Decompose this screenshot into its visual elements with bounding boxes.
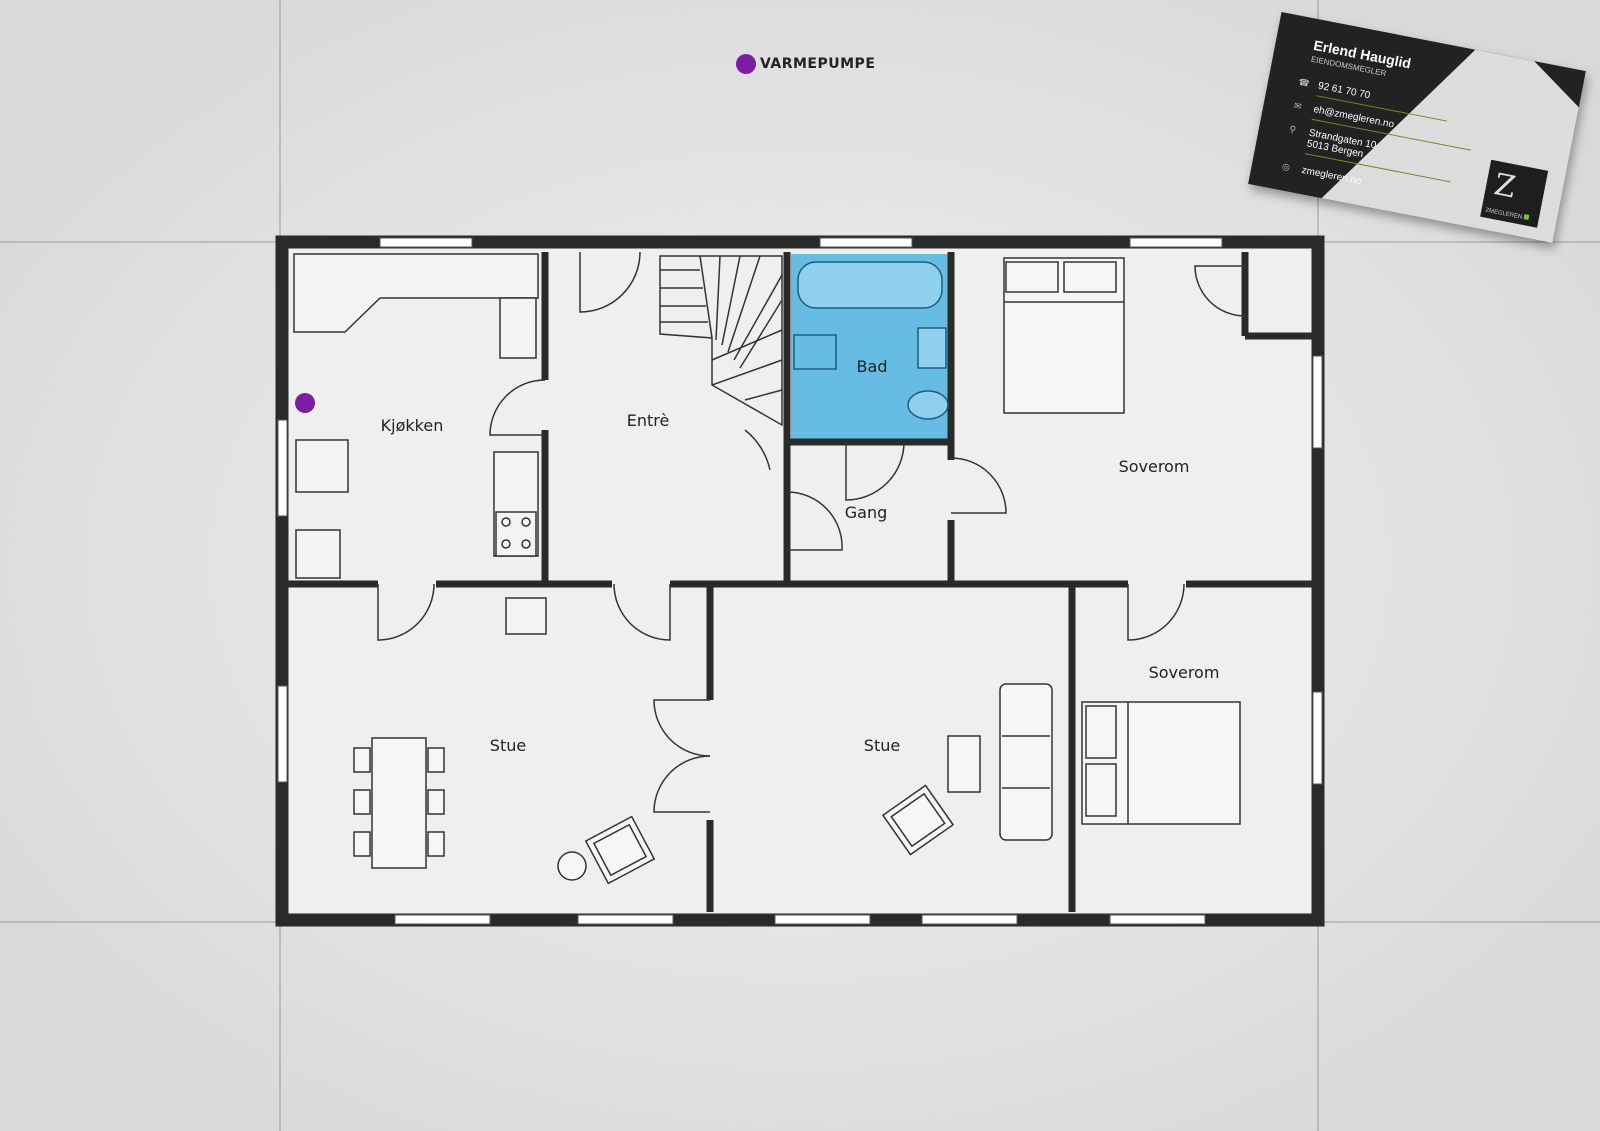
- chimney: [505, 597, 547, 635]
- interior-walls: [288, 252, 1312, 912]
- toilet: [907, 390, 949, 420]
- room-label-bad: Bad: [857, 357, 888, 376]
- location-icon: ⚲: [1288, 123, 1297, 135]
- kitchen-table: [295, 439, 349, 493]
- cabinet: [793, 334, 837, 370]
- side-table: [557, 851, 587, 881]
- room-label-kjokken: Kjøkken: [381, 416, 444, 435]
- stove: [495, 511, 537, 557]
- room-label-soverom-1: Soverom: [1119, 457, 1190, 476]
- room-label-entre: Entrè: [627, 411, 670, 430]
- sofa: [999, 683, 1053, 841]
- brand-mark-icon: Z: [1491, 167, 1519, 206]
- staircase: [659, 255, 783, 427]
- room-label-stue-2: Stue: [864, 736, 900, 755]
- dining-set: [353, 737, 656, 885]
- heat-pump-marker[interactable]: [295, 393, 315, 413]
- bed-2: [1081, 701, 1241, 825]
- card-web-row: ◎ zmegleren.no: [1281, 161, 1362, 187]
- lounge-set: [881, 683, 1053, 856]
- bathroom-fixtures: [793, 261, 949, 420]
- sink: [499, 297, 537, 359]
- card-email-row: ✉ eh@zmegleren.no: [1293, 100, 1471, 151]
- card-address: Strandgaten 10 5013 Bergen: [1306, 128, 1377, 163]
- coffee-table: [947, 735, 981, 793]
- email-icon: ✉: [1293, 100, 1303, 112]
- basin: [917, 327, 947, 369]
- bathtub: [797, 261, 943, 309]
- kitchen-fixtures: [293, 253, 547, 635]
- room-label-gang: Gang: [845, 503, 888, 522]
- windows: [277, 237, 1323, 925]
- room-label-stue-1: Stue: [490, 736, 526, 755]
- fridge: [295, 529, 341, 579]
- doors: [377, 251, 1246, 813]
- legend-label: VARMEPUMPE: [760, 56, 876, 72]
- web-icon: ◎: [1281, 161, 1291, 173]
- heat-pump-legend: VARMEPUMPE: [736, 54, 875, 74]
- card-phone[interactable]: 92 61 70 70: [1317, 80, 1372, 102]
- dining-table: [371, 737, 427, 869]
- room-label-soverom-2: Soverom: [1149, 663, 1220, 682]
- brand-logo: Z ZMEGLEREN: [1480, 159, 1549, 228]
- phone-icon: ☎: [1297, 76, 1311, 89]
- bed-1: [1003, 257, 1125, 414]
- heat-pump-dot-icon: [736, 54, 756, 74]
- card-phone-row: ☎ 92 61 70 70: [1297, 76, 1447, 122]
